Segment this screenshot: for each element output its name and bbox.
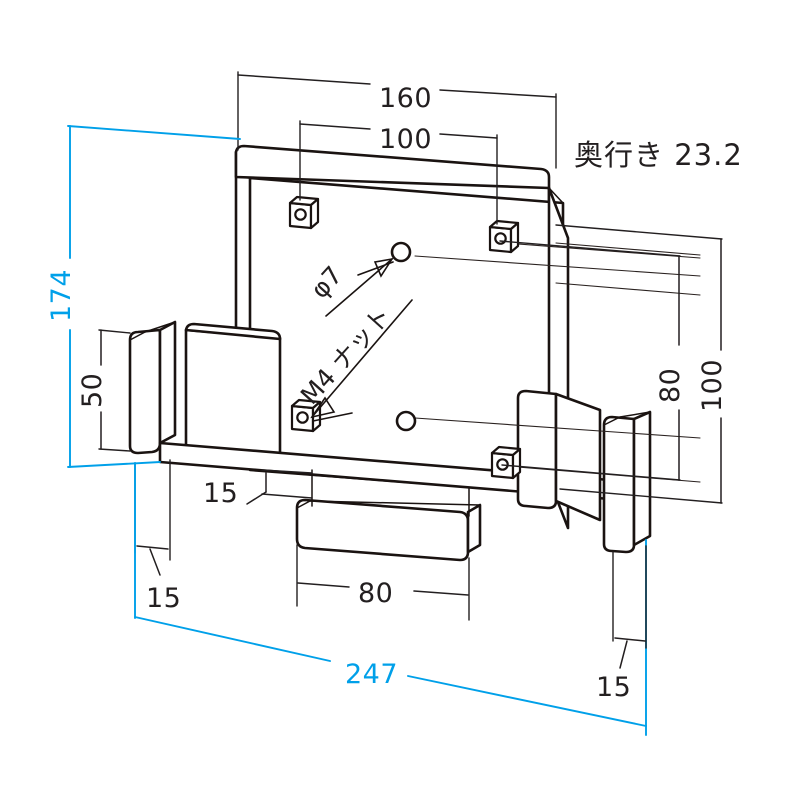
nut-callout-leader <box>310 299 413 422</box>
nut-top-left <box>288 195 320 230</box>
left-hook <box>128 320 282 462</box>
dimension-left-hook <box>98 329 131 452</box>
dimension-left-overall <box>67 125 241 468</box>
right-hook <box>516 389 652 554</box>
bottom-shelf <box>295 469 482 562</box>
dimension-left-flange <box>134 459 171 576</box>
dimension-label-50: 50 <box>77 373 108 408</box>
nut-bottom-right <box>490 445 522 480</box>
dimension-shelf-offset <box>246 469 313 505</box>
dimension-top-outer <box>237 71 557 169</box>
dimension-label-15-shelf: 15 <box>203 478 238 509</box>
dimension-top-inner <box>299 120 498 225</box>
hole-callout-leader <box>325 257 394 317</box>
dimension-label-100-right: 100 <box>697 359 728 412</box>
hole-upper <box>390 241 412 263</box>
dimension-label-80-shelf: 80 <box>358 578 393 609</box>
dimension-label-15-left: 15 <box>146 583 181 614</box>
nut-bottom-left <box>290 398 322 433</box>
dimension-label-15-right: 15 <box>596 672 631 703</box>
dimension-label-80-right: 80 <box>655 368 686 403</box>
bracket-geometry <box>128 144 701 562</box>
hole-lower <box>395 410 417 432</box>
dimension-right-flange <box>612 545 647 669</box>
dimension-label-100-top: 100 <box>379 124 432 155</box>
dimension-label-160: 160 <box>379 83 432 114</box>
dimension-label-247: 247 <box>345 659 398 690</box>
dimension-right-inner <box>499 240 681 481</box>
nut-top-right <box>488 219 520 254</box>
annotation-depth-note: 奥行き 23.2 <box>574 138 743 172</box>
dimension-shelf-width <box>296 544 470 621</box>
dimension-label-174: 174 <box>46 269 77 322</box>
dimension-right-outer <box>555 224 723 504</box>
